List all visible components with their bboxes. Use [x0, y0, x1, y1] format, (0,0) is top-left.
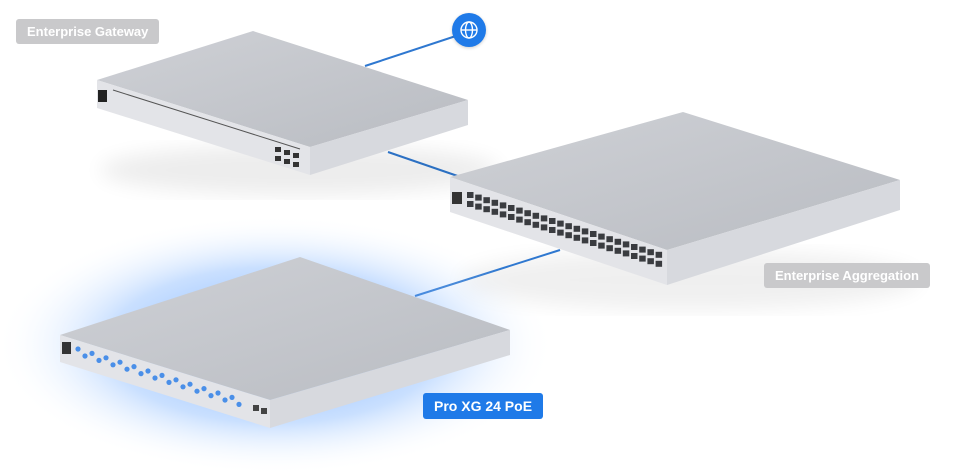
poe-port [201, 386, 207, 392]
sfp-port [557, 229, 564, 236]
sfp-port [565, 223, 572, 230]
sfp-port [622, 241, 630, 248]
poe-port [89, 350, 95, 356]
poe-port [187, 381, 193, 387]
sfp-port [614, 247, 622, 254]
poe-port [138, 371, 144, 377]
poe-port [103, 355, 109, 361]
pro-xg-24-poe-device[interactable] [60, 257, 510, 428]
sfp-port [532, 221, 540, 228]
console-port-icon [62, 342, 71, 354]
sfp-port [655, 260, 663, 267]
poe-port [194, 388, 200, 394]
poe-port [222, 397, 228, 403]
enterprise-gateway-label: Enterprise Gateway [16, 19, 160, 44]
poe-port [96, 357, 102, 363]
sfp-port [647, 249, 654, 256]
sfp-port [631, 253, 638, 259]
sfp-port [524, 219, 531, 226]
rj45-ports [275, 147, 299, 167]
sfp-port [573, 234, 581, 241]
console-port-icon [452, 192, 462, 204]
poe-port [180, 384, 186, 390]
sfp-port [565, 232, 572, 239]
globe-icon [460, 21, 478, 39]
poe-port [124, 366, 130, 372]
sfp-port [508, 214, 515, 220]
sfp-port [598, 233, 605, 240]
poe-port [159, 372, 165, 378]
sfp-port [639, 255, 646, 262]
sfp-port [499, 202, 507, 209]
enterprise-aggregation-label: Enterprise Aggregation [764, 263, 930, 288]
poe-port [215, 390, 221, 396]
sfp-port [631, 244, 638, 250]
sfp-port [557, 220, 564, 227]
power-port-icon [98, 90, 107, 102]
sfp-port [524, 210, 531, 217]
poe-port [82, 353, 88, 359]
sfp-port [532, 212, 540, 219]
poe-port [110, 362, 116, 368]
poe-port [75, 346, 81, 352]
sfp-port [590, 231, 597, 237]
sfp-port [475, 203, 482, 210]
sfp-port [573, 225, 581, 232]
sfp-ports [467, 192, 663, 267]
poe-port [173, 377, 179, 383]
poe-port [229, 394, 235, 400]
sfp-port [516, 216, 523, 223]
poe-port [145, 368, 151, 374]
enterprise-aggregation-device[interactable] [450, 112, 900, 285]
poe-port [117, 359, 123, 365]
sfp-port [491, 199, 499, 206]
enterprise-gateway-device[interactable] [97, 31, 468, 175]
sfp-port [540, 215, 548, 222]
sfp-port [516, 207, 523, 214]
poe-ports [75, 346, 242, 407]
sfp-port [590, 240, 597, 246]
poe-port [131, 364, 137, 370]
sfp-port [475, 194, 482, 201]
sfp-port [483, 206, 490, 213]
sfp-port [581, 237, 589, 244]
sfp-port [655, 251, 663, 258]
sfp-port [549, 218, 556, 224]
sfp-port [639, 246, 646, 253]
sfp-port [614, 238, 622, 245]
sfp-port [499, 211, 507, 218]
sfp-port [508, 205, 515, 211]
sfp-port [647, 258, 654, 265]
link-internet-gateway [364, 31, 469, 67]
sfp-port [540, 224, 548, 231]
internet-globe-icon[interactable] [452, 13, 486, 47]
sfp-port [606, 236, 613, 243]
sfp-port [483, 197, 490, 204]
sfp-port [467, 192, 474, 198]
sfp-port [467, 201, 474, 207]
sfp-port [598, 242, 605, 249]
pro-xg-24-poe-label[interactable]: Pro XG 24 PoE [423, 393, 544, 419]
poe-port [152, 375, 158, 381]
sfp-port [581, 228, 589, 235]
sfp-port [491, 208, 499, 215]
poe-port [166, 379, 172, 385]
sfp-port [622, 250, 630, 257]
sfp-port [606, 245, 613, 252]
poe-port [208, 393, 214, 399]
poe-port [236, 401, 242, 407]
sfp-port [549, 227, 556, 233]
